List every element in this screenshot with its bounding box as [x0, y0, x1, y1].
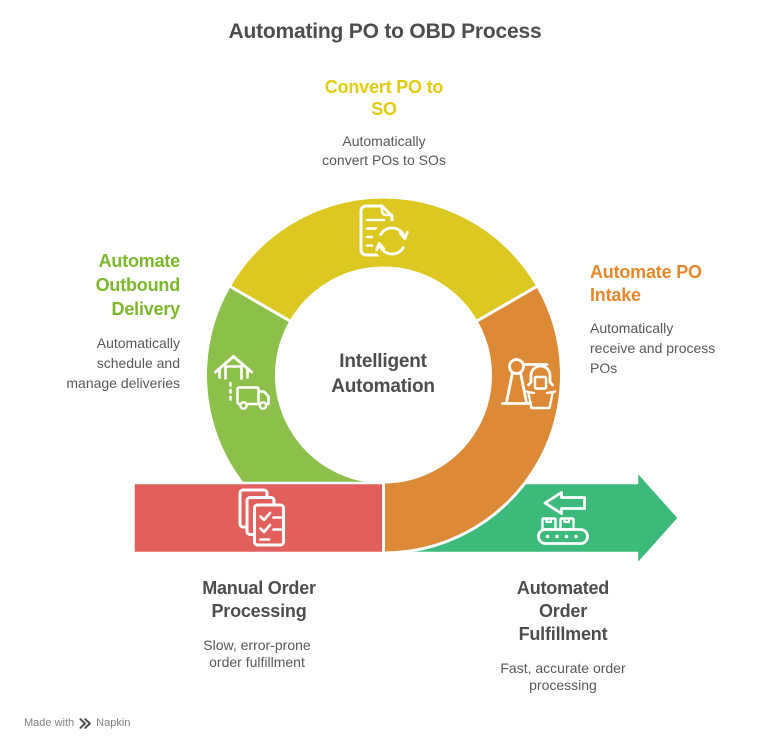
step-title-fulfillment: Automated Order Fulfillment	[516, 578, 610, 644]
napkin-chevrons-icon	[79, 717, 91, 729]
step-title-outbound: Automate Outbound Delivery	[95, 251, 181, 319]
robot-arm-icon	[501, 358, 557, 410]
stacked-documents-icon	[238, 488, 285, 547]
brand-text: Napkin	[96, 717, 131, 729]
footer: Made with Napkin	[24, 717, 130, 729]
ring-segment-intake	[382, 284, 563, 555]
step-desc-intake: Automatically receive and process POs	[590, 320, 716, 376]
conveyor-belt-icon	[537, 491, 589, 545]
page-title: Automating PO to OBD Process	[228, 20, 542, 43]
document-sync-icon	[359, 204, 413, 261]
step-title-convert: Convert PO to SO	[324, 77, 444, 119]
made-with-text: Made with	[24, 717, 75, 729]
step-title-intake: Automate PO Intake	[590, 262, 702, 305]
ring-segment-convert	[227, 195, 540, 323]
center-label: Intelligent Automation	[331, 351, 435, 397]
step-desc-convert: Automatically convert POs to SOs	[322, 133, 446, 168]
step-desc-manual: Slow, error-prone order fulfillment	[203, 637, 311, 670]
warehouse-truck-icon	[214, 355, 270, 410]
step-desc-outbound: Automatically schedule and manage delive…	[66, 335, 180, 391]
step-title-manual: Manual Order Processing	[202, 578, 316, 621]
step-desc-fulfillment: Fast, accurate order processing	[500, 660, 626, 693]
